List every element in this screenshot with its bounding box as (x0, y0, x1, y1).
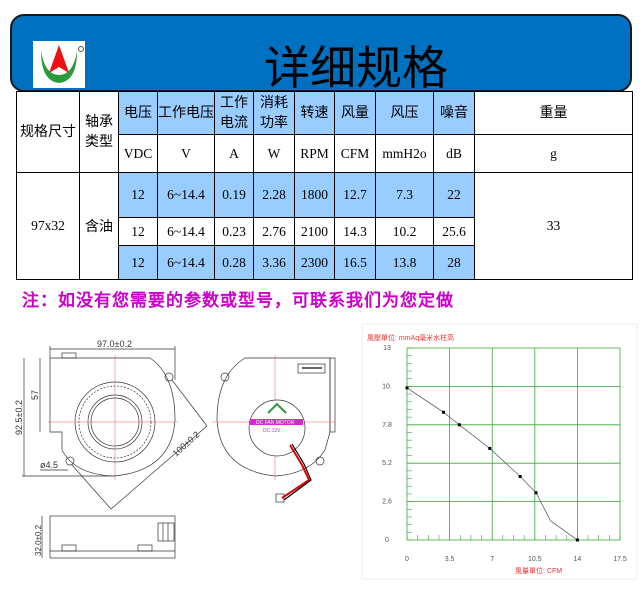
cell: 10.2 (375, 217, 434, 246)
x-tick-label: 0 (405, 556, 409, 563)
y-tick-label: 2.6 (382, 499, 392, 506)
pq-curve-line (406, 387, 578, 541)
cell: 13.8 (375, 245, 434, 280)
cell: 16.5 (334, 245, 376, 280)
unit-cell: V (157, 134, 215, 173)
header-pressure: 风压 (375, 91, 434, 135)
header-weight: 重量 (474, 91, 633, 135)
data-point (457, 423, 461, 427)
cell: 28 (433, 245, 475, 280)
weight-cell: 33 (474, 172, 633, 280)
logo-icon (41, 45, 84, 83)
cell: 2.28 (253, 172, 295, 218)
y-tick-label: 5.2 (382, 460, 392, 467)
side-view (41, 515, 176, 559)
y-tick-label: 0 (385, 537, 389, 544)
table-row: 97x32 含油 12 6~14.4 0.19 2.28 1800 12.7 7… (16, 172, 633, 280)
data-point (405, 386, 409, 390)
col-bearing-header: 轴承类型 (79, 91, 119, 173)
cell: 22 (433, 172, 475, 218)
thickness-dimension: 32.0±0.2 (34, 524, 43, 556)
cell: 25.6 (433, 217, 475, 246)
header-voltage: 电压 (118, 91, 158, 135)
label-band-text: DC FAN MOTOR (256, 420, 295, 426)
spec-table: 规格尺寸 轴承类型 电压 工作电压 工作电流 消耗功率 转速 风量 风压 噪音 … (16, 91, 633, 280)
x-tick-label: 3.5 (445, 556, 455, 563)
cell: 6~14.4 (157, 245, 215, 280)
header-noise: 噪音 (433, 91, 475, 135)
brand-logo (33, 41, 85, 88)
y-tick-label: 7.8 (382, 422, 392, 429)
custom-order-note: 注：如没有您需要的参数或型号，可联系我们为您定做 (22, 291, 454, 311)
table-row: 12 6~14.4 0.28 3.36 2300 16.5 13.8 28 (17, 245, 633, 280)
bearing-cell: 含油 (79, 172, 119, 280)
cell: 1800 (294, 172, 335, 218)
col-size-header: 规格尺寸 (16, 91, 80, 173)
cell: 6~14.4 (157, 172, 215, 218)
x-tick-label: 10.5 (528, 556, 542, 563)
unit-cell: VDC (118, 134, 158, 173)
unit-cell: RPM (294, 134, 335, 173)
table-row: 12 6~14.4 0.23 2.76 2100 14.3 10.2 25.6 (17, 217, 633, 246)
unit-cell: CFM (334, 134, 376, 173)
height-dimension: 92.5±0.2 (14, 400, 24, 435)
unit-cell: W (253, 134, 295, 173)
data-point (575, 538, 579, 542)
header-working-voltage: 工作电压 (157, 91, 215, 135)
cell: 0.19 (214, 172, 254, 218)
y-axis-label: 風壓單位: mmAq毫米水柱高 (367, 333, 454, 342)
cell: 12 (118, 172, 158, 218)
unit-cell: dB (433, 134, 475, 173)
header-airflow: 风量 (334, 91, 376, 135)
fan-drawing: 97.0±0.2 57 92.5±0.2 100±0.2 ø4.5 DC FAN… (14, 339, 336, 559)
width-dimension: 97.0±0.2 (97, 339, 132, 349)
cell: 2100 (294, 217, 335, 246)
x-tick-label: 14 (574, 556, 582, 563)
header-speed: 转速 (294, 91, 335, 135)
hole-dimension: ø4.5 (40, 460, 58, 470)
cell: 12.7 (334, 172, 376, 218)
diagonal-dimension: 100±0.2 (171, 429, 202, 458)
cell: 2.76 (253, 217, 295, 246)
cell: 6~14.4 (157, 217, 215, 246)
size-cell: 97x32 (16, 172, 80, 280)
data-point (442, 410, 446, 414)
header-current: 工作电流 (214, 91, 254, 135)
unit-cell: g (474, 134, 633, 173)
cell: 0.28 (214, 245, 254, 280)
x-tick-label: 7 (490, 556, 494, 563)
pq-curve-chart: 風壓單位: mmAq毫米水柱高 風量單位: CFM 0 3.5 7 10.5 14 17.… (361, 323, 638, 580)
label-line: DC 12V (263, 428, 281, 434)
front-view (22, 346, 208, 510)
cell: 12 (118, 245, 158, 280)
page-title: 详细规格 (264, 41, 448, 95)
data-point (488, 446, 492, 450)
cell: 0.23 (214, 217, 254, 246)
cell: 12 (118, 217, 158, 246)
y-tick-label: 10. (382, 383, 392, 390)
cell: 14.3 (334, 217, 376, 246)
data-point (518, 474, 522, 478)
unit-cell: mmH2o (375, 134, 434, 173)
y-tick-label: 13 (383, 345, 391, 352)
label-band (250, 419, 303, 425)
cell: 3.36 (253, 245, 295, 280)
cell: 7.3 (375, 172, 434, 218)
header-power: 消耗功率 (253, 91, 295, 135)
x-axis-label: 風量單位: CFM (515, 566, 562, 575)
inner-dimension: 57 (30, 390, 40, 400)
data-point (534, 491, 538, 495)
x-tick-label: 17.5 (613, 556, 627, 563)
cell: 2300 (294, 245, 335, 280)
header-banner: 详细规格 (10, 14, 632, 95)
unit-cell: A (214, 134, 254, 173)
rear-view: DC FAN MOTOR DC 12V (212, 355, 336, 503)
